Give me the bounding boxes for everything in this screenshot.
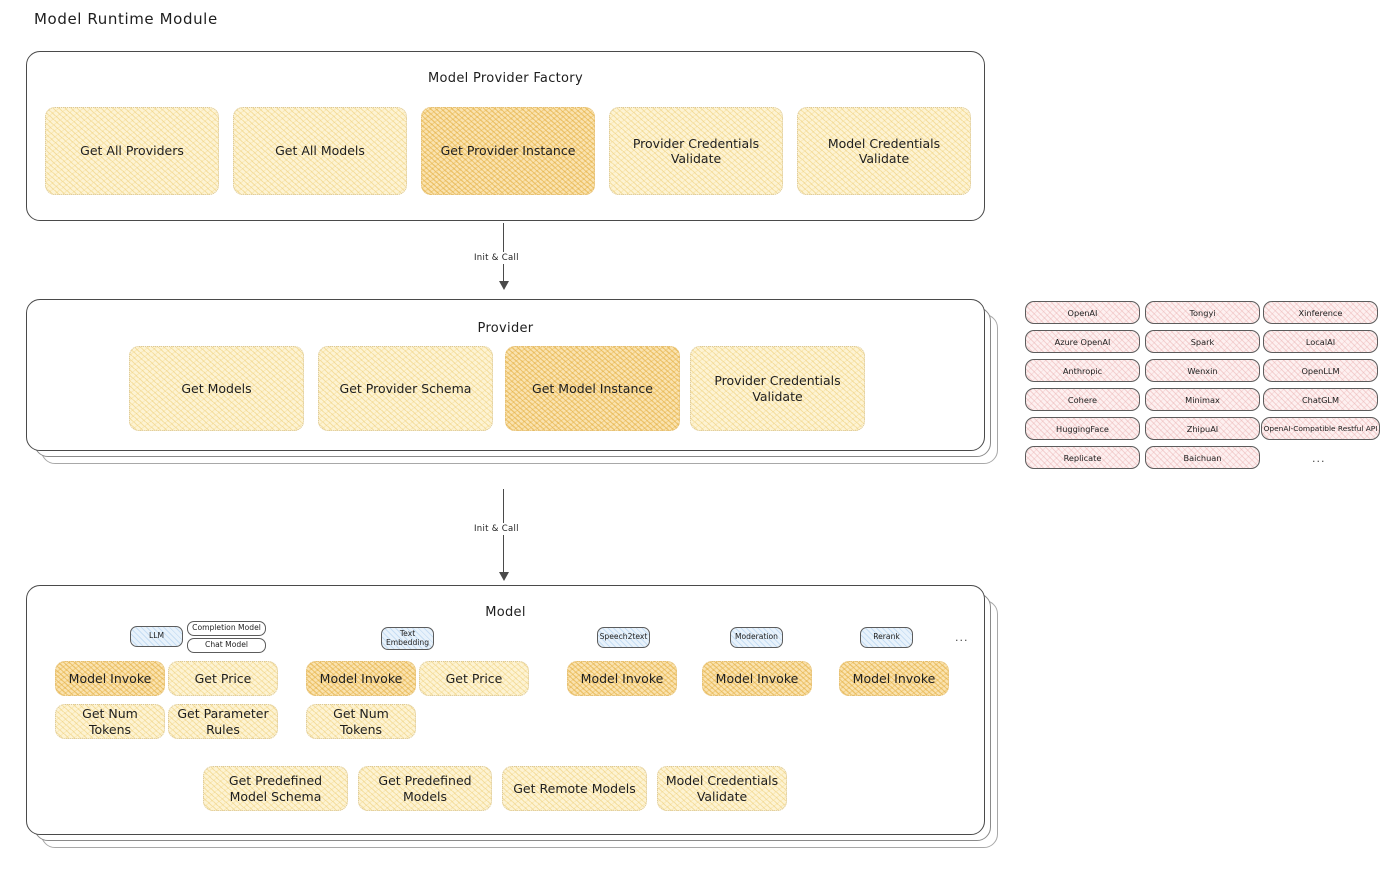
provider-pill-localai[interactable]: LocalAI	[1263, 330, 1378, 353]
rerank-node-model-invoke[interactable]: Model Invoke	[839, 661, 949, 696]
provider-pill-openai[interactable]: OpenAI	[1025, 301, 1140, 324]
model-subtag-chat-model[interactable]: Chat Model	[187, 638, 266, 653]
factory-node-get-all-providers[interactable]: Get All Providers	[45, 107, 219, 195]
model-type-tag-rerank[interactable]: Rerank	[860, 627, 913, 648]
model-node-get-remote-models[interactable]: Get Remote Models	[502, 766, 647, 811]
provider-node-get-model-instance[interactable]: Get Model Instance	[505, 346, 680, 431]
provider-pill-openllm[interactable]: OpenLLM	[1263, 359, 1378, 382]
model-panel-title: Model	[485, 605, 526, 620]
text-embedding-node-get-price[interactable]: Get Price	[419, 661, 529, 696]
provider-pill-baichuan[interactable]: Baichuan	[1145, 446, 1260, 469]
factory-panel-title: Model Provider Factory	[428, 71, 583, 86]
llm-node-get-num-tokens[interactable]: Get Num Tokens	[55, 704, 165, 739]
provider-pill-huggingface[interactable]: HuggingFace	[1025, 417, 1140, 440]
model-provider-factory-panel: Model Provider Factory Get All Providers…	[26, 51, 985, 221]
llm-node-get-parameter-rules[interactable]: Get Parameter Rules	[168, 704, 278, 739]
factory-node-get-provider-instance[interactable]: Get Provider Instance	[421, 107, 595, 195]
provider-pill-zhipuai[interactable]: ZhipuAI	[1145, 417, 1260, 440]
llm-node-get-price[interactable]: Get Price	[168, 661, 278, 696]
page-title: Model Runtime Module	[34, 10, 218, 28]
provider-pill-xinference[interactable]: Xinference	[1263, 301, 1378, 324]
model-panel: Model LLM Completion Model Chat Model Mo…	[26, 585, 998, 848]
moderation-node-model-invoke[interactable]: Model Invoke	[702, 661, 812, 696]
text-embedding-node-get-num-tokens[interactable]: Get Num Tokens	[306, 704, 416, 739]
provider-pill-anthropic[interactable]: Anthropic	[1025, 359, 1140, 382]
provider-pill-spark[interactable]: Spark	[1145, 330, 1260, 353]
provider-pill-wenxin[interactable]: Wenxin	[1145, 359, 1260, 382]
provider-node-get-provider-schema[interactable]: Get Provider Schema	[318, 346, 493, 431]
provider-pill-cohere[interactable]: Cohere	[1025, 388, 1140, 411]
connector-1-arrowhead	[499, 281, 509, 290]
model-type-tag-moderation[interactable]: Moderation	[730, 627, 783, 648]
provider-panel-title: Provider	[477, 321, 534, 336]
model-types-more: ...	[955, 631, 969, 644]
llm-node-model-invoke[interactable]: Model Invoke	[55, 661, 165, 696]
factory-node-get-all-models[interactable]: Get All Models	[233, 107, 407, 195]
factory-node-provider-credentials-validate[interactable]: Provider Credentials Validate	[609, 107, 783, 195]
provider-pill-replicate[interactable]: Replicate	[1025, 446, 1140, 469]
model-node-get-predefined-models[interactable]: Get Predefined Models	[358, 766, 492, 811]
provider-pill-azure-openai[interactable]: Azure OpenAI	[1025, 330, 1140, 353]
model-type-tag-speech2text[interactable]: Speech2text	[597, 627, 650, 648]
text-embedding-node-model-invoke[interactable]: Model Invoke	[306, 661, 416, 696]
connector-1-label: Init & Call	[469, 252, 524, 264]
provider-node-provider-credentials-validate[interactable]: Provider Credentials Validate	[690, 346, 865, 431]
speech2text-node-model-invoke[interactable]: Model Invoke	[567, 661, 677, 696]
provider-pill-chatglm[interactable]: ChatGLM	[1263, 388, 1378, 411]
provider-pill-minimax[interactable]: Minimax	[1145, 388, 1260, 411]
model-subtag-completion-model[interactable]: Completion Model	[187, 621, 266, 636]
connector-2-arrowhead	[499, 572, 509, 581]
model-node-get-predefined-model-schema[interactable]: Get Predefined Model Schema	[203, 766, 348, 811]
connector-2-label: Init & Call	[469, 523, 524, 535]
model-type-tag-text-embedding[interactable]: Text Embedding	[381, 627, 434, 650]
provider-pill-tongyi[interactable]: Tongyi	[1145, 301, 1260, 324]
factory-node-model-credentials-validate[interactable]: Model Credentials Validate	[797, 107, 971, 195]
model-node-model-credentials-validate[interactable]: Model Credentials Validate	[657, 766, 787, 811]
provider-list-more: ...	[1312, 452, 1326, 465]
provider-node-get-models[interactable]: Get Models	[129, 346, 304, 431]
provider-pill-openai-compatible-restful-api[interactable]: OpenAI-Compatible Restful API	[1261, 417, 1380, 440]
model-type-tag-llm[interactable]: LLM	[130, 626, 183, 647]
provider-panel: Provider Get Models Get Provider Schema …	[26, 299, 998, 464]
